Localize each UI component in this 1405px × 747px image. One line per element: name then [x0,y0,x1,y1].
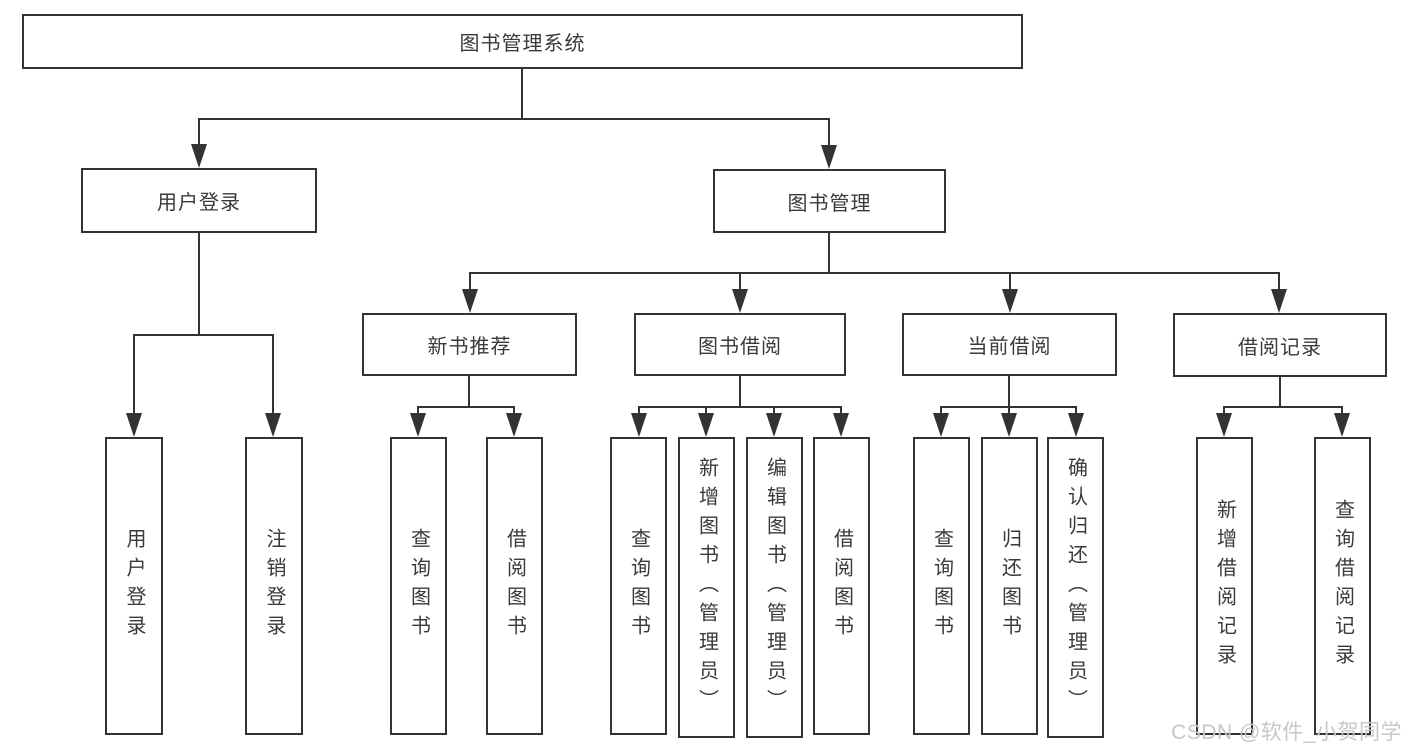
connector-stub [840,406,842,418]
arrowhead-down-icon [1001,413,1017,437]
arrowhead-down-icon [506,413,522,437]
connector-level2-bar [198,118,830,120]
node-current-borrow: 当前借阅 [902,313,1117,376]
arrowhead-down-icon [265,413,281,437]
node-label: 查询图书 [627,528,650,644]
connector-group-bar [417,406,515,408]
arrowhead-down-icon [821,145,837,169]
connector-stub [1075,406,1077,418]
csdn-watermark: CSDN @软件_小贺同学 [1171,721,1402,744]
connector-group-bar [1223,406,1343,408]
connector-stub [940,406,942,418]
connector-stem [1008,376,1010,408]
arrowhead-down-icon [766,413,782,437]
node-label: 用户登录 [157,192,241,214]
leaf-query-books: 查询图书 [610,437,667,735]
node-label: 图书管理系统 [459,33,586,55]
arrowhead-down-icon [410,413,426,437]
connector-stub [739,272,741,292]
connector-stub [705,406,707,418]
node-label: 图书管理 [787,192,872,215]
connector-stub [638,406,640,418]
arrowhead-down-icon [732,289,748,313]
node-book-management: 图书管理 [713,169,946,233]
arrowhead-down-icon [462,289,478,313]
arrowhead-down-icon [933,413,949,437]
connector-stub [133,334,135,416]
leaf-add-borrow-record: 新增借阅记录 [1196,437,1253,735]
connector-to-book-management [828,118,830,163]
node-library-system: 图书管理系统 [22,14,1023,69]
arrowhead-down-icon [631,413,647,437]
node-label: 当前借阅 [967,336,1052,358]
node-label: 借阅图书 [830,528,853,644]
leaf-borrow-books: 借阅图书 [813,437,870,735]
node-label: 新书推荐 [427,336,512,358]
connector-stem [468,376,470,408]
connector-root-stem [521,69,523,118]
arrowhead-down-icon [1271,289,1287,313]
node-label: 借阅图书 [503,528,526,644]
node-label: 用户登录 [123,528,145,644]
node-label: 查询图书 [930,528,953,644]
arrowhead-down-icon [698,413,714,437]
node-label: 查询图书 [407,528,430,644]
arrowhead-down-icon [1334,413,1350,437]
connector-stub [272,334,274,416]
arrowhead-down-icon [191,144,207,168]
node-label: 归还图书 [998,528,1021,644]
connector-login-group-bar [133,334,274,336]
connector-stub [1341,406,1343,418]
node-borrow-records: 借阅记录 [1173,313,1387,377]
arrowhead-down-icon [1068,413,1084,437]
leaf-query-books: 查询图书 [390,437,447,735]
node-label: 查询借阅记录 [1331,499,1354,673]
connector-stub [417,406,419,418]
leaf-return-books: 归还图书 [981,437,1038,735]
connector-stub [1278,272,1280,292]
leaf-add-book-admin: 新增图书（管理员） [678,437,735,738]
leaf-user-login: 用户登录 [105,437,163,735]
connector-stub [513,406,515,418]
connector-user-login-stem [198,233,200,335]
connector-level3-bar [469,272,1280,274]
connector-stub [1009,272,1011,292]
node-label: 图书借阅 [698,336,782,358]
connector-book-mgmt-stem [828,233,830,273]
arrowhead-down-icon [1216,413,1232,437]
leaf-edit-book-admin: 编辑图书（管理员） [746,437,803,738]
connector-group-bar [638,406,842,408]
arrowhead-down-icon [1002,289,1018,313]
leaf-query-borrow-record: 查询借阅记录 [1314,437,1371,735]
node-label: 注销登录 [263,528,285,644]
node-label: 借阅记录 [1238,336,1322,359]
leaf-query-books: 查询图书 [913,437,970,735]
connector-stem [1279,376,1281,408]
node-label: 新增借阅记录 [1213,499,1236,673]
leaf-logout: 注销登录 [245,437,303,735]
connector-stub [773,406,775,418]
node-user-login: 用户登录 [81,168,317,233]
leaf-confirm-return-admin: 确认归还（管理员） [1047,437,1104,738]
connector-to-user-login [198,118,200,162]
node-label: 编辑图书（管理员） [763,457,786,718]
connector-stub [1223,406,1225,418]
node-new-book-recommend: 新书推荐 [362,313,577,376]
connector-stub [469,272,471,292]
arrowhead-down-icon [833,413,849,437]
arrowhead-down-icon [126,413,142,437]
node-label: 新增图书（管理员） [695,457,718,718]
connector-stub [1008,406,1010,418]
connector-stem [739,376,741,408]
node-label: 确认归还（管理员） [1064,457,1087,718]
node-book-borrow: 图书借阅 [634,313,846,376]
leaf-borrow-books: 借阅图书 [486,437,543,735]
